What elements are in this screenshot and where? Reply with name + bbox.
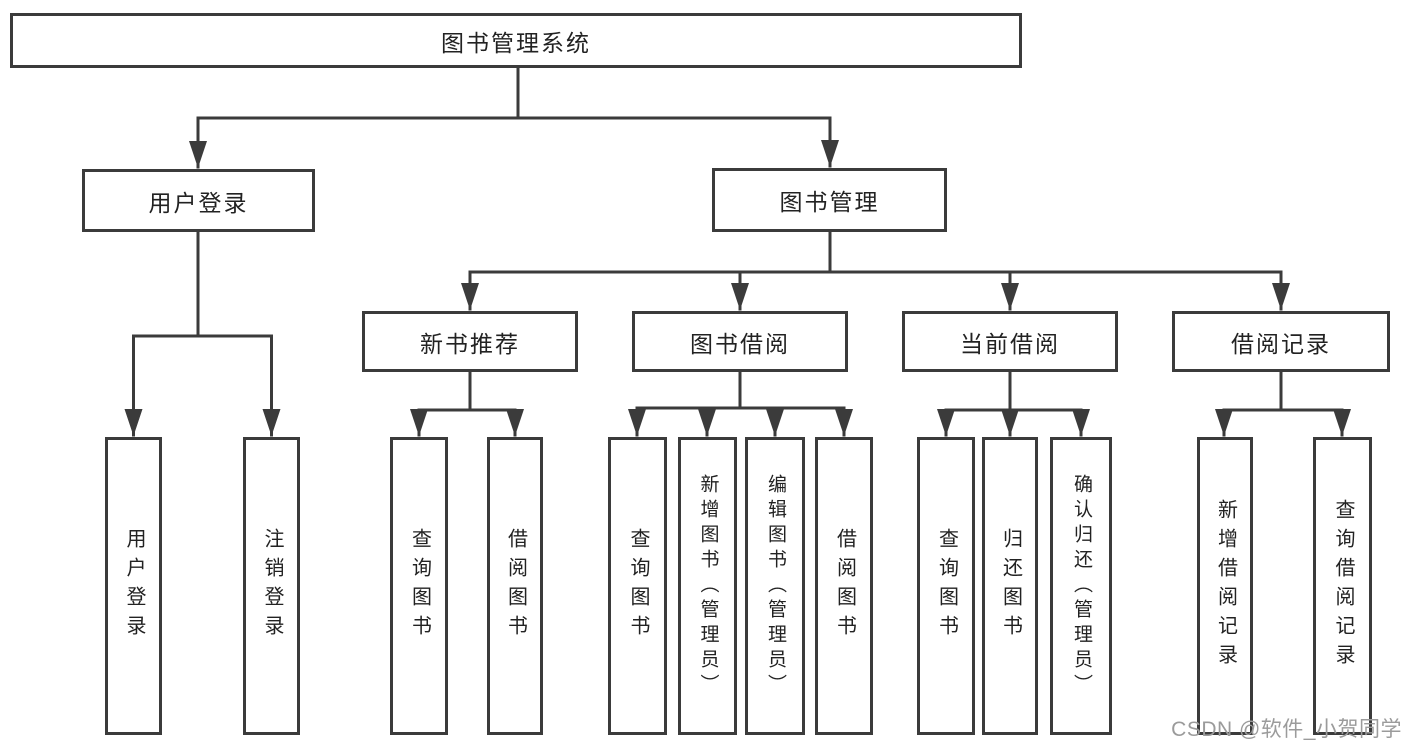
node-borrow-records-label: 借阅记录: [1231, 330, 1331, 357]
leaf-label: 借阅图书: [833, 528, 856, 644]
node-current-borrow: 当前借阅: [902, 311, 1118, 372]
leaf-query-books-recommend: 查询图书: [390, 437, 448, 735]
leaf-borrow-books-borrow: 借阅图书: [815, 437, 873, 735]
node-book-borrow-label: 图书借阅: [690, 330, 790, 357]
connector-root: [196, 65, 832, 120]
node-new-book-recommend-label: 新书推荐: [420, 330, 520, 357]
connector-new-book-recommend: [417, 370, 517, 412]
leaf-query-borrow-record: 查询借阅记录: [1313, 437, 1372, 735]
leaf-label: 新增图书（管理员）: [697, 473, 719, 699]
node-root-label: 图书管理系统: [441, 29, 591, 56]
leaf-logout-label: 注销登录: [261, 528, 283, 644]
node-borrow-records: 借阅记录: [1172, 311, 1390, 372]
leaf-label: 新增借阅记录: [1214, 499, 1237, 673]
leaf-label: 查询图书: [627, 528, 649, 644]
leaf-user-login: 用户登录: [105, 437, 162, 735]
leaf-user-login-label: 用户登录: [123, 528, 145, 644]
leaf-label: 查询图书: [935, 528, 958, 644]
connector-book-management: [468, 230, 1283, 274]
node-root: 图书管理系统: [10, 13, 1022, 68]
connector-book-borrow: [635, 370, 846, 410]
leaf-edit-book-admin: 编辑图书（管理员）: [745, 437, 805, 735]
node-book-borrow: 图书借阅: [632, 311, 848, 372]
leaf-query-books-borrow: 查询图书: [608, 437, 667, 735]
leaf-label: 确认归还（管理员）: [1070, 473, 1092, 699]
leaf-confirm-return-admin: 确认归还（管理员）: [1050, 437, 1112, 735]
node-new-book-recommend: 新书推荐: [362, 311, 578, 372]
node-current-borrow-label: 当前借阅: [960, 330, 1060, 357]
node-book-management-label: 图书管理: [779, 189, 880, 215]
leaf-label: 查询借阅记录: [1332, 499, 1354, 673]
watermark-text: CSDN @软件_小贺同学: [1171, 718, 1402, 741]
leaf-borrow-books-recommend: 借阅图书: [487, 437, 543, 735]
leaf-label: 查询图书: [408, 528, 431, 644]
node-user-login-label: 用户登录: [148, 189, 249, 216]
leaf-add-book-admin: 新增图书（管理员）: [678, 437, 737, 735]
leaf-return-book: 归还图书: [982, 437, 1038, 735]
node-user-login: 用户登录: [82, 169, 315, 232]
node-book-management: 图书管理: [712, 168, 947, 232]
leaf-label: 归还图书: [999, 528, 1022, 644]
connector-borrow-records: [1222, 370, 1344, 412]
leaf-label: 编辑图书（管理员）: [764, 473, 786, 699]
leaf-query-books-current: 查询图书: [917, 437, 975, 735]
connector-current-borrow: [944, 370, 1083, 412]
connector-user-login: [132, 230, 273, 338]
leaf-logout: 注销登录: [243, 437, 300, 735]
leaf-label: 借阅图书: [504, 528, 527, 644]
leaf-add-borrow-record: 新增借阅记录: [1197, 437, 1253, 735]
